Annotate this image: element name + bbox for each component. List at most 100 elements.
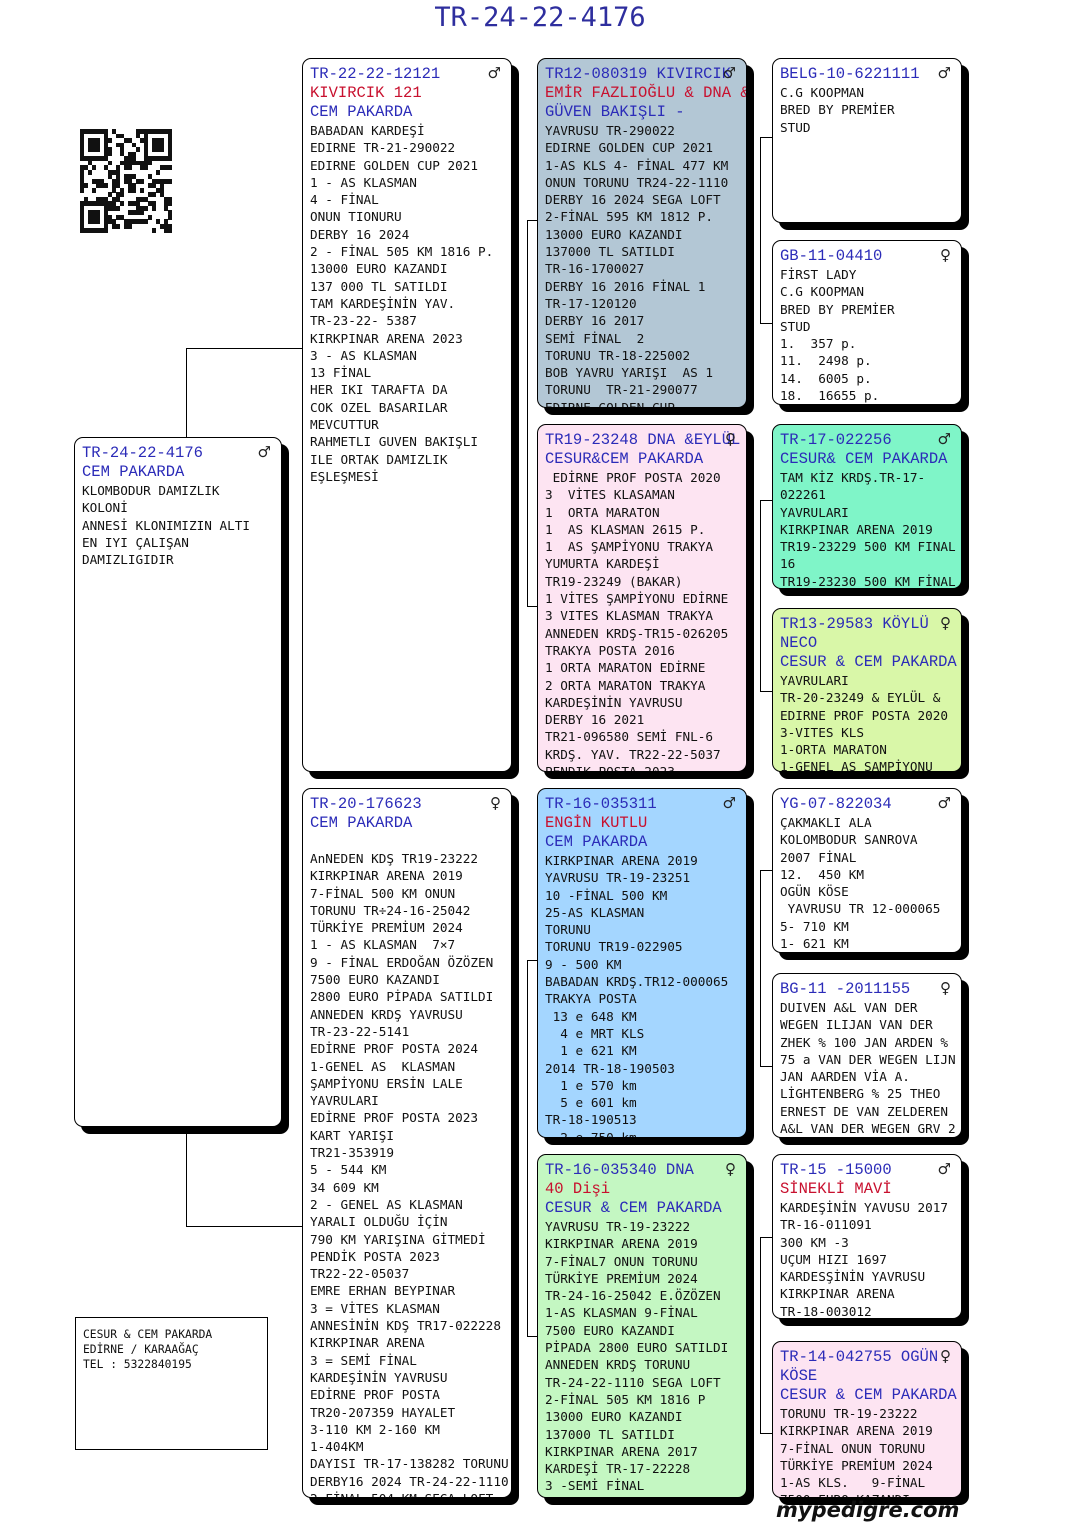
info-line: TR-17-120120 (545, 295, 637, 311)
info-line: BABADAN KRDŞ.TR12-000065 (545, 974, 729, 990)
info-line: EDIRNE PROF POSTA 2020 (780, 707, 949, 723)
info-line: 1-AS KLASMAN 9-FİNAL (545, 1305, 698, 1321)
info-line: 13000 EURO KAZANDI (545, 226, 683, 242)
info-line: EMRE ERHAN BEYPINAR (310, 1283, 456, 1299)
info-line: 16 (780, 556, 796, 572)
female-symbol-icon: ♀ (940, 246, 951, 264)
info-line: DERBY 16 2021 (545, 712, 645, 728)
info-line: ANNEDEN KRDŞ YAVRUSU (310, 1006, 463, 1022)
info-line: YAVRULARI (780, 504, 849, 520)
info-line: 2-FİNAL 505 KM 1816 P (545, 1391, 706, 1407)
info-line: JAN AARDEN VİA A. (780, 1069, 910, 1085)
info-line: 1 e 570 km (545, 1077, 637, 1093)
header-line: CESUR & CEM PAKARDA (545, 1199, 722, 1217)
info-line: 3 VITES KLASMAN TRAKYA (545, 608, 714, 624)
info-line: PENDİK POSTA 2023 (310, 1248, 440, 1264)
info-line: KARDEŞİ TR-17-22228 (545, 1461, 691, 1477)
info-line: A&L VAN DER WEGEN GRV 2 (780, 1121, 956, 1137)
info-line: EDIRNE GOLDEN CUP (545, 399, 675, 408)
info-line: 3-110 KM 2-160 KM (310, 1421, 440, 1437)
info-line (310, 833, 505, 850)
info-line: PENDIK POSTA 2023 (545, 764, 675, 772)
info-line: 4 - FİNAL (310, 192, 379, 208)
brand-logo-text[interactable]: mypedigre.com (776, 1498, 960, 1522)
female-symbol-icon: ♀ (940, 614, 951, 632)
info-line: BRED BY PREMİER (780, 301, 895, 317)
info-line: KRDŞ. YAV. TR22-22-5037 (545, 746, 721, 762)
info-line: TR20-207359 HAYALET (310, 1404, 456, 1420)
info-line: YAVRULARI (310, 1093, 379, 1109)
info-line: ONUN TORUNU TR24-22-1110 (545, 174, 729, 190)
info-line: YARALI OLDUĞU İÇİN (310, 1214, 448, 1230)
female-symbol-icon: ♀ (725, 1160, 736, 1178)
info-line: KIRKPINAR ARENA (780, 1286, 895, 1302)
header-line: CEM PAKARDA (82, 463, 185, 481)
info-line: 1-GENEL AS KLASMAN (310, 1058, 456, 1074)
info-line: FİRST LADY (780, 267, 857, 282)
info-line: KOLOMBODUR SANROVA (780, 832, 918, 848)
info-line: 5- 710 KM (780, 918, 849, 934)
info-line: RAHMETLI GUVEN BAKIŞLI (310, 434, 479, 450)
info-line: KIRKPINAR ARENA 2019 (780, 521, 933, 537)
ring-number: TR-16-035311 (545, 795, 657, 813)
header-line: GÜVEN BAKIŞLI - (545, 103, 685, 121)
info-line: 1- 621 KM (780, 936, 849, 952)
ring-number: TR13-29583 KÖYLÜ (780, 615, 929, 633)
info-line: 5 - 544 KM (310, 1162, 387, 1178)
info-line: TR19-23249 (BAKAR) (545, 573, 683, 589)
info-line: 3 - AS KLASMAN (310, 347, 417, 363)
header-line: CESUR & CEM PAKARDA (780, 653, 957, 671)
info-line: YAVRUSU TR-19-23222 (545, 1219, 691, 1234)
info-line: 2 - GENEL AS KLASMAN (310, 1196, 463, 1212)
info-line: 3 VİTES KLASAMAN (545, 487, 675, 503)
info-line: DUIVEN A&L VAN DER (780, 1000, 918, 1015)
info-line: 137 000 TL SATILDI (310, 278, 448, 294)
info-line: TÜRKİYE PREMİUM 2024 (545, 1270, 698, 1286)
info-line: 1-AS KLS 4- FİNAL 477 KM (545, 157, 729, 173)
info-line: BRED BY PREMİER (780, 102, 895, 118)
info-line: YAVRUSU TR-19-23251 (545, 870, 691, 886)
connector-subject-sire (186, 348, 303, 439)
male-symbol-icon: ♂ (937, 64, 951, 82)
info-line: 1-ORTA MARATON (780, 742, 887, 758)
info-line: TR19-23230 500 KM FİNAL (780, 573, 956, 589)
ring-number: TR-22-22-12121 (310, 65, 441, 83)
info-line: TORUNU TR-19-23222 (780, 1406, 918, 1421)
info-line: C.G KOOPMAN (780, 284, 865, 300)
ring-number: GB-11-04410 (780, 247, 883, 265)
info-line: 3 = SEMİ FİNAL (310, 1352, 417, 1368)
info-line: EDİRNE PROF POSTA 2024 (310, 1041, 479, 1057)
info-line: 1 AS KLASMAN 2615 P. (545, 521, 706, 537)
info-line: ZHEK % 100 JAN ARDEN % (780, 1034, 949, 1050)
header-line: NECO (780, 634, 818, 652)
info-line: TORUNU TR19-022905 (545, 939, 683, 955)
info-line: EDİRNE PROF POSTA 2020 (545, 470, 721, 485)
info-line: YUMURTA KARDEŞİ (545, 556, 660, 572)
info-line: 2014 TR-18-190503 (545, 1060, 675, 1076)
ring-number: TR19-23248 DNA &EYLÜL (545, 431, 741, 449)
info-line: TR21-096580 SEMİ FNL-6 (545, 729, 714, 745)
info-line: 1 - AS KLASMAN 7×7 (310, 937, 456, 953)
ring-number: TR-16-035340 DNA (545, 1161, 694, 1179)
header-line: CESUR&CEM PAKARDA (545, 450, 704, 468)
info-line: DAMIZLIGIDIR (82, 552, 174, 568)
contact-line: CESUR & CEM PAKARDA (83, 1328, 213, 1341)
contact-line: TEL : 5322840195 (83, 1358, 192, 1371)
info-line: HER IKI TARAFTA DA (310, 382, 448, 398)
header-line: SİNEKLİ MAVİ (780, 1180, 892, 1198)
